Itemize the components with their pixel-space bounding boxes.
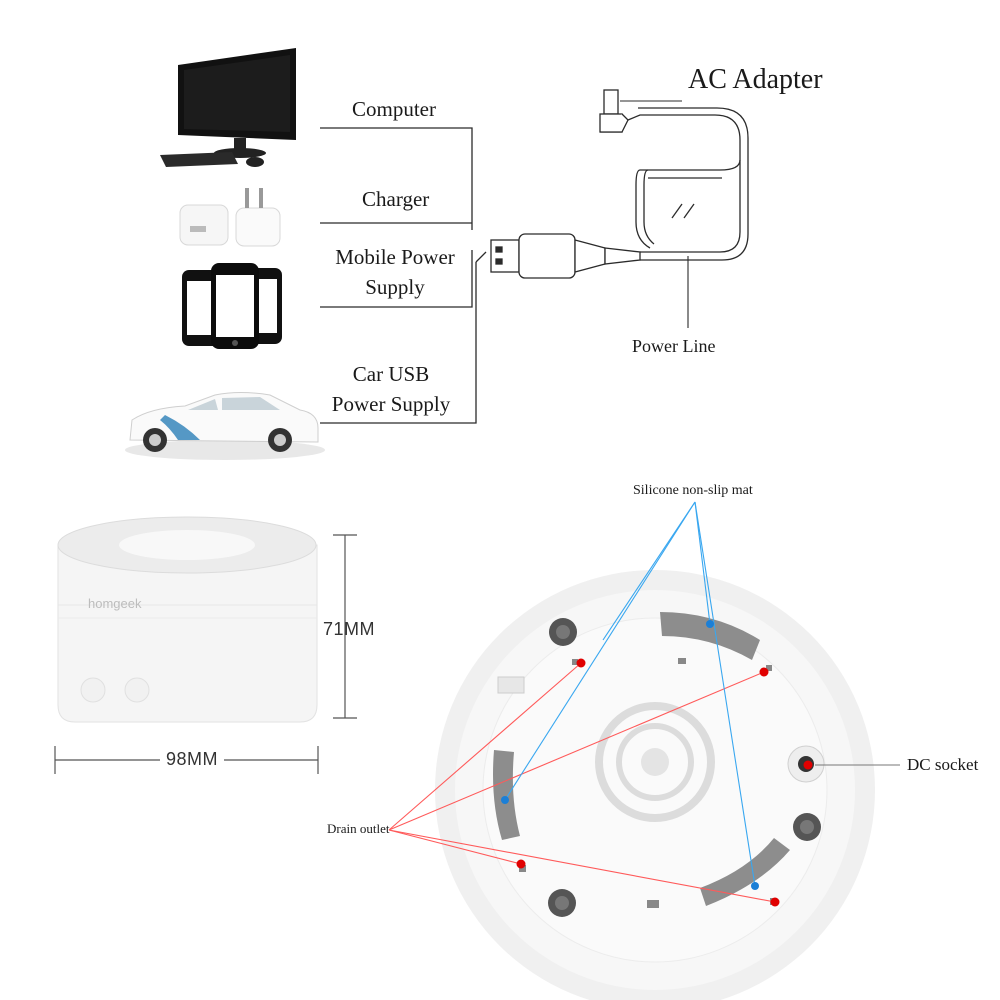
source-label-charger: Charger — [362, 187, 430, 211]
source-label-mobile: Mobile Power Supply — [322, 242, 468, 302]
source-connectors — [320, 127, 487, 424]
source-label-mobile-line2: Supply — [365, 275, 425, 299]
width-dimension-label: 98MM — [160, 749, 225, 770]
car-icon — [125, 392, 325, 460]
base-bottom-view — [435, 570, 875, 1000]
dc-connector — [599, 89, 629, 133]
brand-logo-text: homgeek — [88, 596, 142, 611]
source-label-car: Car USB Power Supply — [318, 359, 464, 419]
silicone-mat-label: Silicone non-slip mat — [633, 483, 753, 498]
drain-markers — [516, 658, 813, 907]
ac-adapter-label: AC Adapter — [688, 64, 823, 95]
source-label-car-line1: Car USB — [352, 362, 430, 386]
source-label-mobile-line1: Mobile Power — [335, 245, 455, 269]
dc-socket-label: DC socket — [907, 755, 979, 774]
computer-monitor-icon — [160, 48, 296, 167]
diffuser-device — [57, 516, 318, 723]
power-line-label: Power Line — [632, 336, 716, 356]
silicone-leaders — [504, 501, 756, 887]
smartphones-icon — [182, 263, 282, 349]
height-dimension-label: 71MM — [323, 619, 376, 639]
silicone-markers — [501, 620, 759, 890]
drain-outlet-label: Drain outlet — [327, 821, 390, 836]
source-label-computer: Computer — [352, 97, 436, 121]
drain-leaders — [388, 662, 900, 903]
power-cable — [627, 107, 749, 261]
source-label-car-line2: Power Supply — [331, 392, 451, 416]
usb-plug — [490, 233, 641, 279]
usb-charger-icon — [179, 188, 281, 247]
